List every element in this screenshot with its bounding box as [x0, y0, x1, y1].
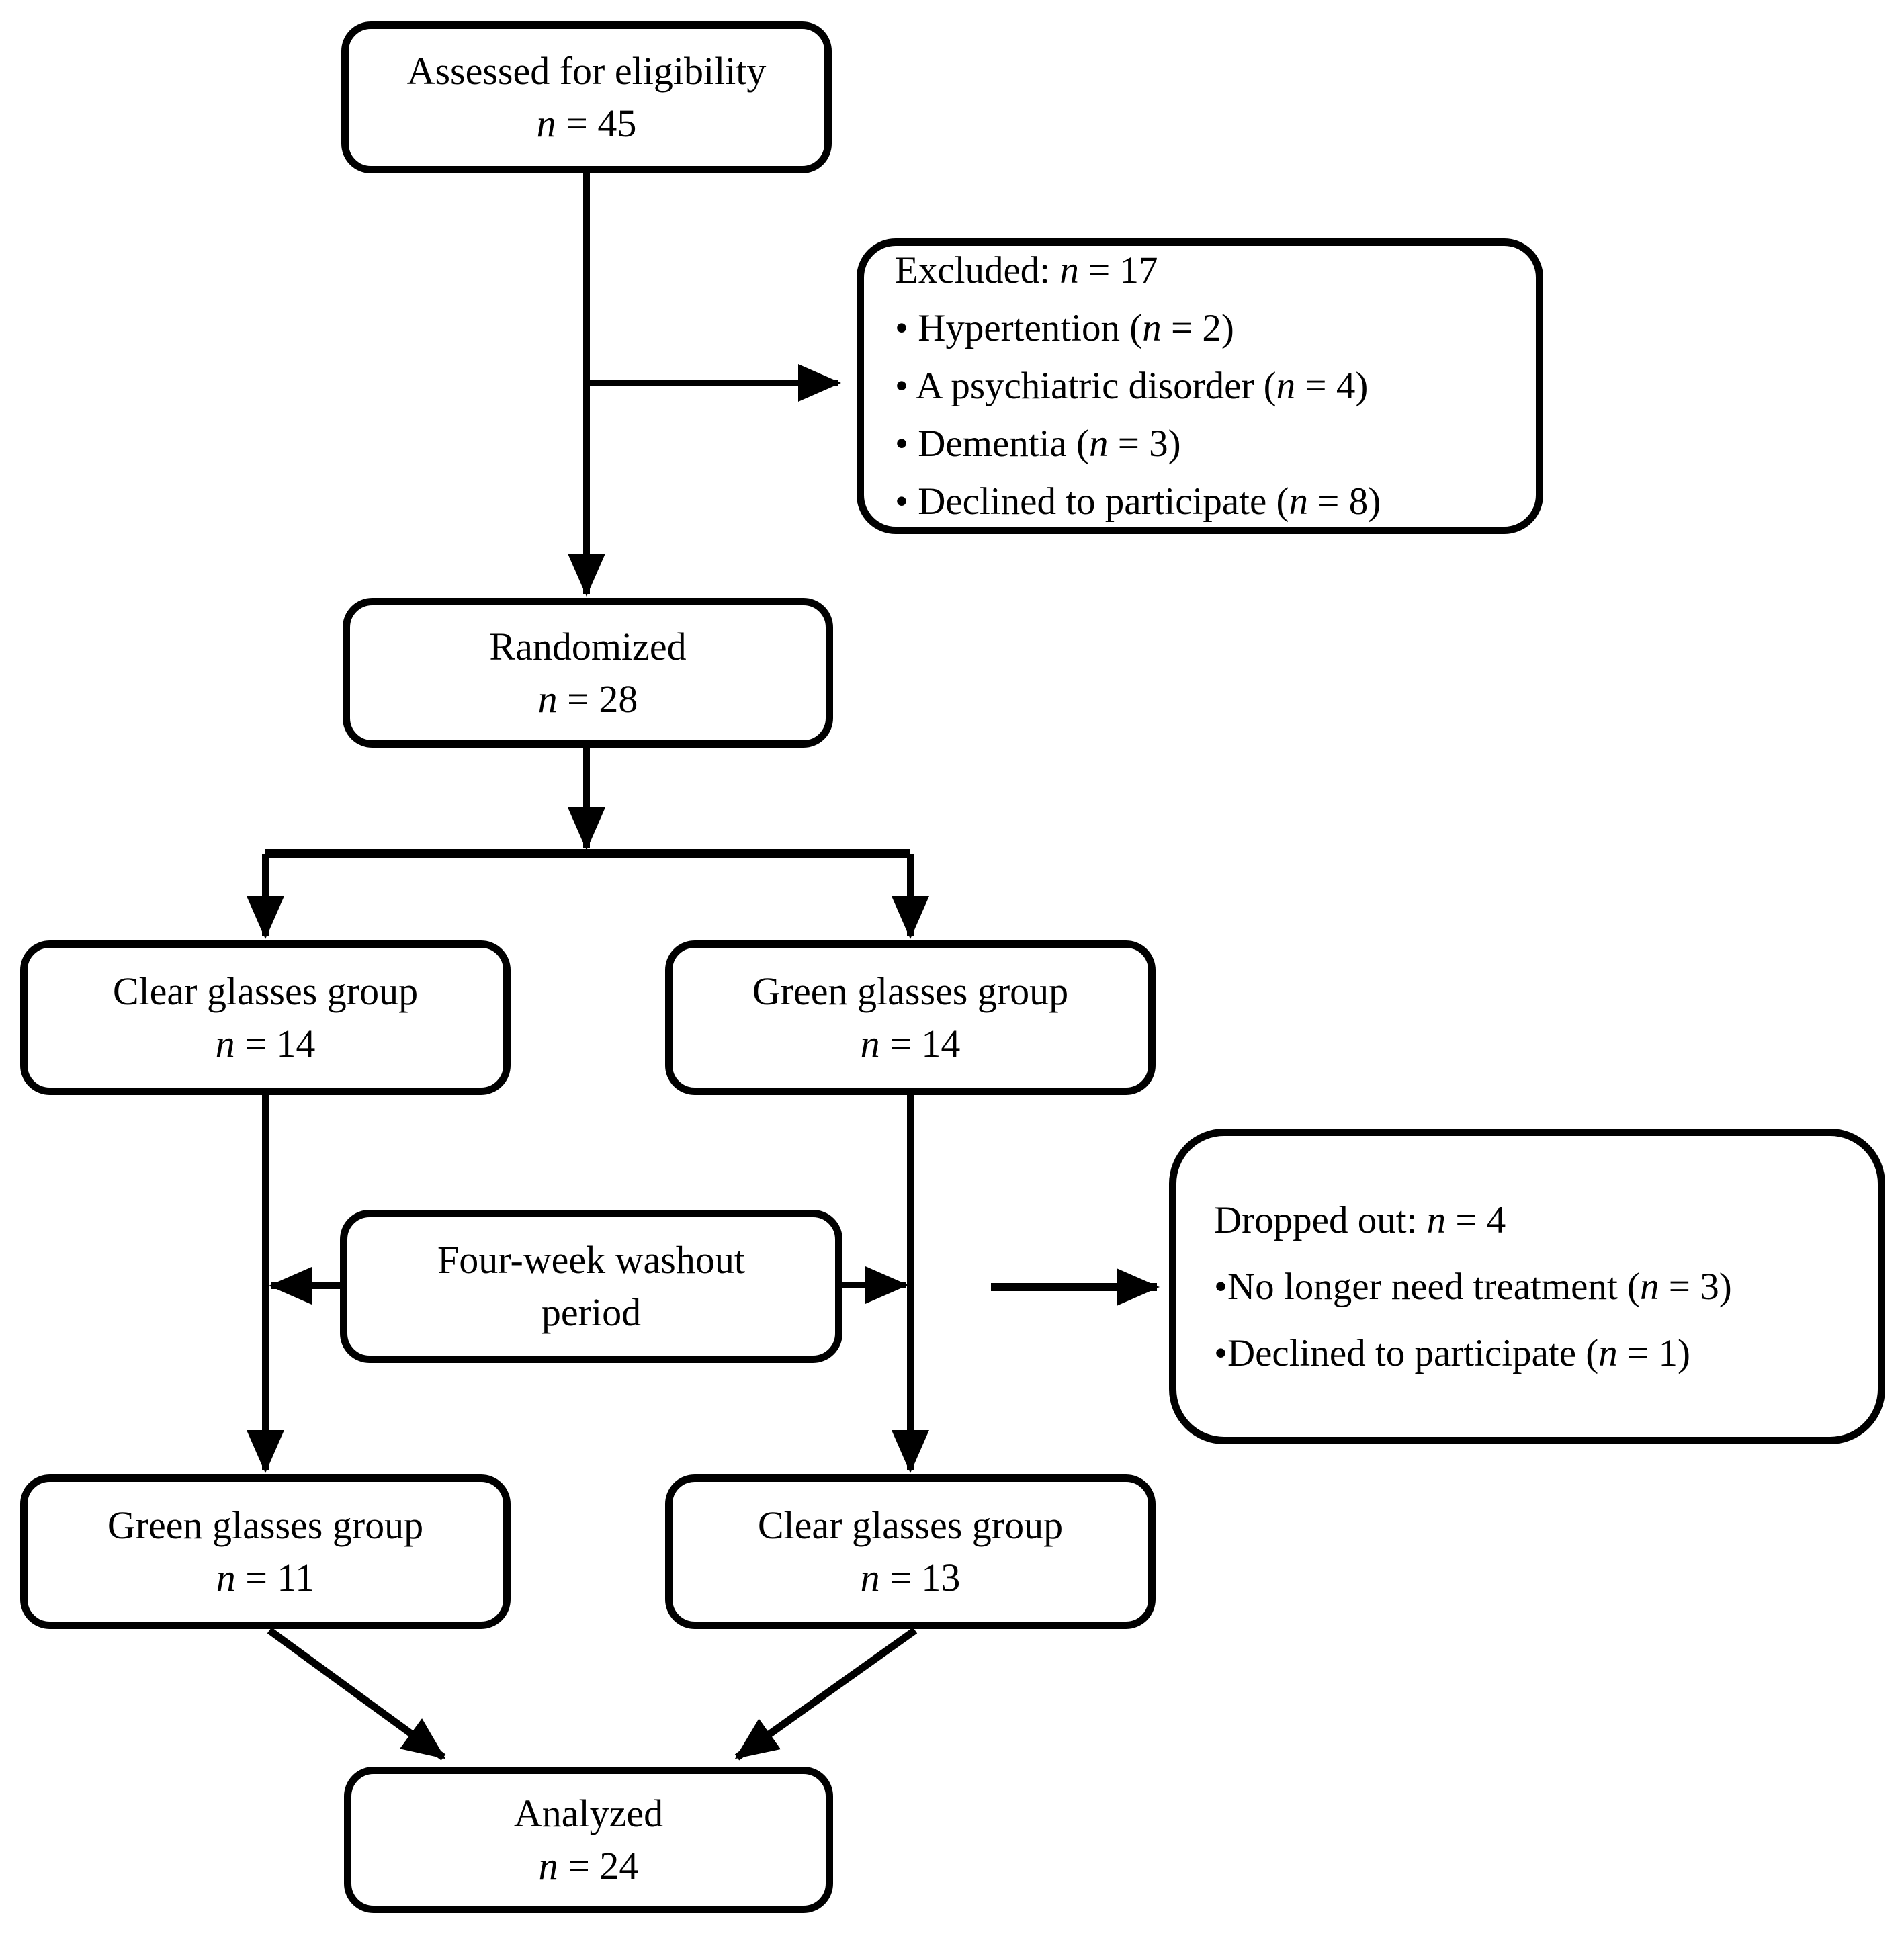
n-symbol: n	[536, 101, 556, 145]
eligibility-box: Assessed for eligibility n = 45	[341, 21, 832, 173]
clear-group-2-n: n = 13	[861, 1552, 961, 1604]
green-group-2-n: n = 11	[216, 1552, 315, 1604]
randomized-n: n = 28	[538, 673, 638, 725]
n-value: = 14	[879, 1022, 961, 1065]
clear-glasses-group-1-box: Clear glasses group n = 14	[20, 940, 511, 1095]
washout-label-line1: Four-week washout	[437, 1238, 745, 1282]
dropped-title: Dropped out: n = 4	[1214, 1198, 1506, 1241]
eligibility-label: Assessed for eligibility	[406, 49, 767, 93]
n-symbol: n	[860, 1022, 880, 1065]
green-group-1-label: Green glasses group	[752, 969, 1069, 1013]
n-symbol: n	[216, 1556, 236, 1599]
washout-label-line2: period	[541, 1290, 642, 1334]
n-value: = 11	[235, 1556, 315, 1599]
analyzed-box: Analyzed n = 24	[344, 1767, 833, 1913]
green-group-1-n: n = 14	[861, 1018, 961, 1070]
arrow-green2-to-analyzed	[267, 1627, 446, 1761]
excluded-bullet-psychiatric: • A psychiatric disorder (n = 4)	[895, 365, 1369, 407]
eligibility-n: n = 45	[537, 97, 637, 150]
clear-group-1-label: Clear glasses group	[112, 969, 419, 1013]
dropped-bullet-declined: •Declined to participate (n = 1)	[1214, 1331, 1690, 1374]
green-glasses-group-1-box: Green glasses group n = 14	[665, 940, 1156, 1095]
green-group-2-label: Green glasses group	[107, 1503, 424, 1547]
excluded-title: Excluded: n = 17	[895, 249, 1158, 292]
randomized-label: Randomized	[489, 624, 687, 668]
analyzed-label: Analyzed	[513, 1792, 664, 1835]
arrow-clear2-to-analyzed	[734, 1627, 918, 1761]
excluded-bullet-dementia: • Dementia (n = 3)	[895, 423, 1181, 465]
n-value: = 13	[879, 1556, 961, 1599]
n-value: = 14	[234, 1022, 316, 1065]
clear-glasses-group-2-box: Clear glasses group n = 13	[665, 1474, 1156, 1629]
excluded-bullet-declined: • Declined to participate (n = 8)	[895, 480, 1381, 523]
n-value: = 45	[556, 101, 637, 145]
n-symbol: n	[860, 1556, 880, 1599]
n-symbol: n	[538, 1844, 558, 1888]
excluded-bullet-hypertention: • Hypertention (n = 2)	[895, 307, 1234, 349]
n-value: = 24	[558, 1844, 639, 1888]
analyzed-n: n = 24	[539, 1840, 639, 1892]
green-glasses-group-2-box: Green glasses group n = 11	[20, 1474, 511, 1629]
washout-box: Four-week washout period	[340, 1210, 842, 1363]
clear-group-1-n: n = 14	[216, 1018, 316, 1070]
clear-group-2-label: Clear glasses group	[757, 1503, 1064, 1547]
randomized-box: Randomized n = 28	[343, 598, 833, 748]
dropped-bullet-no-longer-need: •No longer need treatment (n = 3)	[1214, 1265, 1732, 1308]
n-symbol: n	[537, 676, 558, 721]
n-symbol: n	[215, 1022, 235, 1065]
n-value: = 28	[557, 676, 638, 721]
excluded-box: Excluded: n = 17 • Hypertention (n = 2) …	[857, 238, 1543, 534]
dropped-out-box: Dropped out: n = 4 •No longer need treat…	[1169, 1129, 1885, 1444]
